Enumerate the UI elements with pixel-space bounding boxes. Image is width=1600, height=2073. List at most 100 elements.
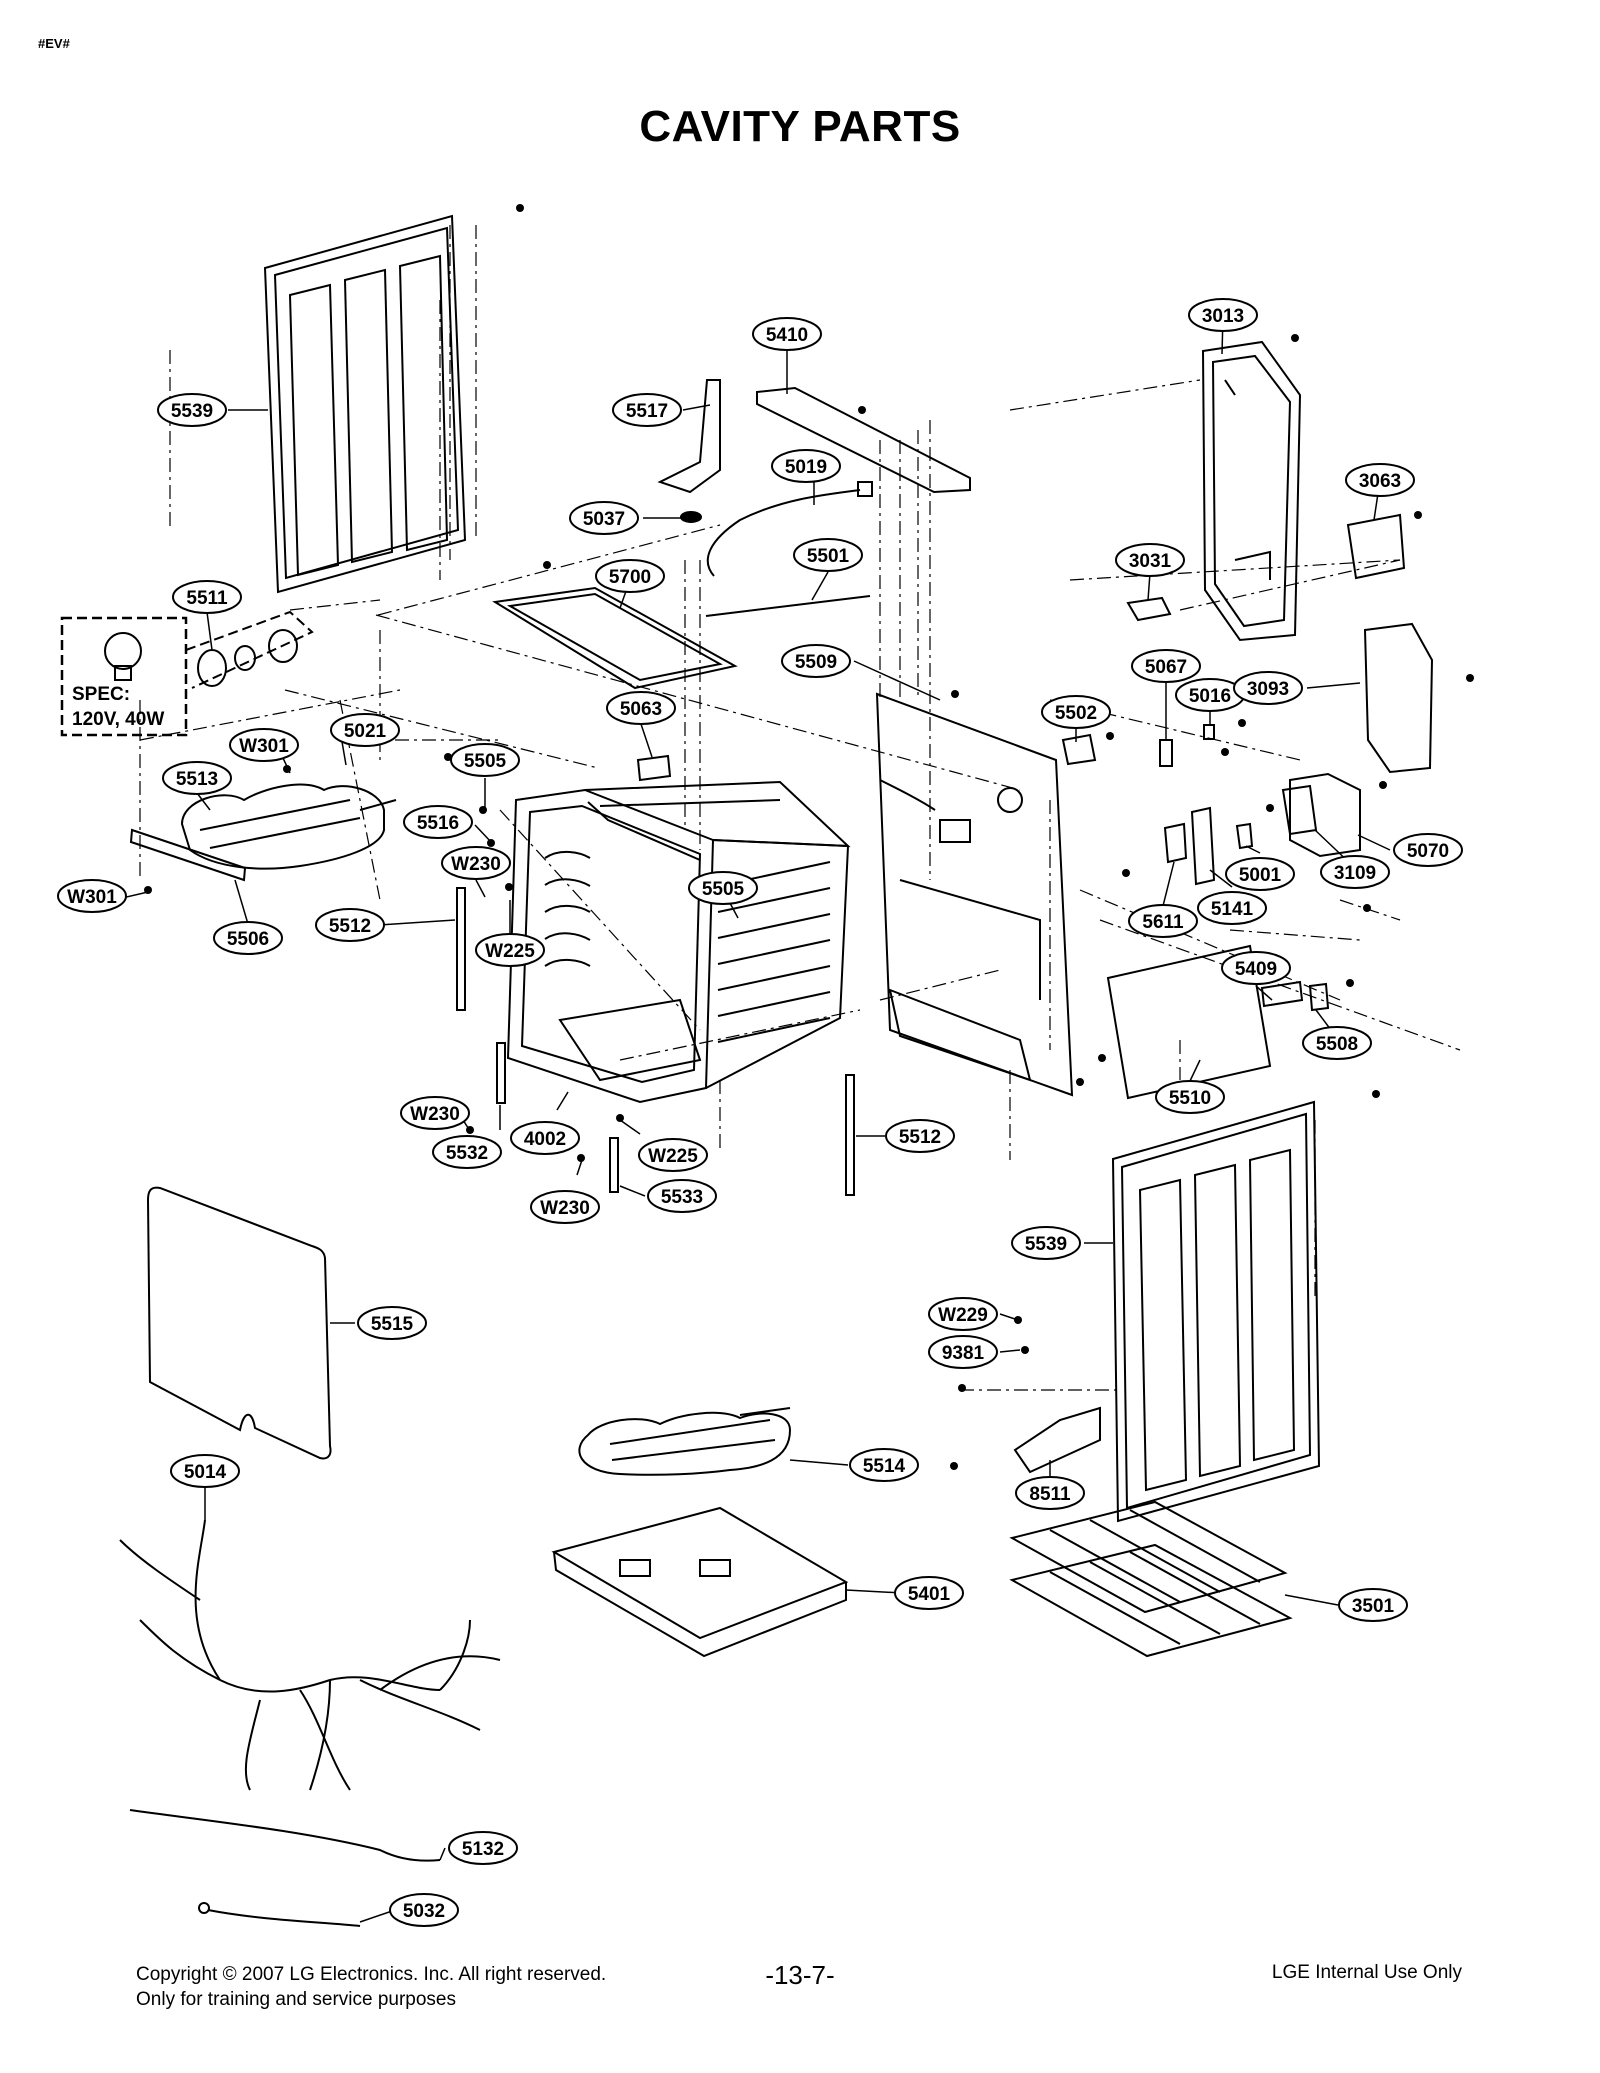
- callout-5539: 5539: [157, 393, 227, 427]
- copyright-block: Copyright © 2007 LG Electronics. Inc. Al…: [136, 1962, 606, 2012]
- callout-label: 4002: [524, 1129, 566, 1150]
- callout-5037: 5037: [569, 501, 639, 535]
- part-5510-control-bracket: [1106, 944, 1272, 1100]
- callout-label: 3501: [1352, 1596, 1395, 1617]
- part-3109: [1281, 784, 1318, 836]
- callout-label: 5509: [795, 652, 837, 673]
- callout-ellipse: [1393, 833, 1463, 867]
- callout-label: 5501: [807, 546, 850, 567]
- callout-label: 3063: [1359, 471, 1401, 492]
- callout-ellipse: [849, 1448, 919, 1482]
- callout-5401: 5401: [894, 1576, 964, 1610]
- callout-ellipse: [432, 1135, 502, 1169]
- callout-label: 5037: [583, 509, 625, 530]
- callout-ellipse: [330, 713, 400, 747]
- part-3031: [1126, 596, 1172, 622]
- copyright-line-2: Only for training and service purposes: [136, 1989, 456, 2010]
- callout-5063: 5063: [606, 691, 676, 725]
- part-5512-strip-right: [845, 1074, 855, 1196]
- part-3013-right-panel: [1201, 340, 1302, 642]
- callout-ellipse: [448, 1831, 518, 1865]
- callout-ellipse: [441, 846, 511, 880]
- callout-5515: 5515: [357, 1306, 427, 1340]
- callout-ellipse: [569, 501, 639, 535]
- callout-label: 5502: [1055, 703, 1097, 724]
- callout-ellipse: [475, 933, 545, 967]
- callout-ellipse: [1041, 695, 1111, 729]
- spec-line-1: SPEC:: [72, 684, 130, 705]
- callout-5502: 5502: [1041, 695, 1111, 729]
- callout-label: 3093: [1247, 679, 1289, 700]
- callout-5016: 5016: [1175, 678, 1245, 712]
- callout-ellipse: [400, 1096, 470, 1130]
- callout-5021: 5021: [330, 713, 400, 747]
- spec-line-2: 120V, 40W: [72, 709, 164, 730]
- part-5513-heater: [180, 783, 397, 870]
- callout-5501: 5501: [793, 538, 863, 572]
- callout-ellipse: [213, 921, 283, 955]
- callout-5070: 5070: [1393, 833, 1463, 867]
- part-5014-harness: [119, 1519, 501, 1791]
- callout-3013: 3013: [1188, 298, 1258, 332]
- callout-ellipse: [1128, 904, 1198, 938]
- callout-ellipse: [1188, 298, 1258, 332]
- callout-ellipse: [688, 871, 758, 905]
- callout-ellipse: [1338, 1588, 1408, 1622]
- callout-ellipse: [1233, 671, 1303, 705]
- callout-5611: 5611: [1128, 904, 1198, 938]
- callout-label: 5515: [371, 1314, 414, 1335]
- callout-label: 5409: [1235, 959, 1277, 980]
- callout-label: 5539: [1025, 1234, 1067, 1255]
- callout-ellipse: [229, 728, 299, 762]
- callout-label: 5132: [462, 1839, 504, 1860]
- callout-5410: 5410: [752, 317, 822, 351]
- callout-5511: 5511: [172, 580, 242, 614]
- page-title: CAVITY PARTS: [639, 102, 961, 151]
- callout-label: 5508: [1316, 1034, 1358, 1055]
- callout-ellipse: [1015, 1476, 1085, 1510]
- callout-label: 3031: [1129, 551, 1172, 572]
- callout-label: 5506: [227, 929, 269, 950]
- part-5506-strip: [129, 828, 247, 882]
- part-5063-bracket: [636, 754, 672, 782]
- internal-use-note: LGE Internal Use Only: [1271, 1962, 1462, 1983]
- callout-W301: W301: [57, 879, 127, 913]
- callout-W229: W229: [928, 1297, 998, 1331]
- callout-ellipse: [606, 691, 676, 725]
- part-5533-strip: [609, 1137, 619, 1193]
- callout-ellipse: [1320, 855, 1390, 889]
- callout-ellipse: [771, 449, 841, 483]
- callout-label: 5070: [1407, 841, 1449, 862]
- callout-label: 5063: [620, 699, 662, 720]
- callout-ellipse: [315, 908, 385, 942]
- callout-label: 5533: [661, 1187, 703, 1208]
- part-5611: [1163, 822, 1188, 864]
- callout-label: 5700: [609, 567, 651, 588]
- callout-3501: 3501: [1338, 1588, 1408, 1622]
- callout-3109: 3109: [1320, 855, 1390, 889]
- callout-ellipse: [612, 393, 682, 427]
- callout-label: 5514: [863, 1456, 906, 1477]
- callout-5505: 5505: [688, 871, 758, 905]
- part-5410-top-bar: [756, 386, 971, 494]
- callout-label: 5021: [344, 721, 387, 742]
- bulb-illustration: [104, 632, 142, 681]
- callout-9381: 9381: [928, 1335, 998, 1369]
- callout-ellipse: [1221, 951, 1291, 985]
- spec-box-frame: [60, 616, 188, 737]
- part-5512-strip-left: [456, 887, 466, 1011]
- part-5067: [1159, 739, 1173, 767]
- callout-W225: W225: [475, 933, 545, 967]
- part-5517-bracket: [657, 379, 721, 494]
- callout-label: 3109: [1334, 863, 1376, 884]
- callout-label: 5510: [1169, 1088, 1211, 1109]
- part-5070-box: [1289, 772, 1361, 858]
- callout-5019: 5019: [771, 449, 841, 483]
- callout-label: 5032: [403, 1901, 445, 1922]
- callout-ellipse: [450, 743, 520, 777]
- callout-8511: 8511: [1015, 1476, 1085, 1510]
- callout-ellipse: [1115, 543, 1185, 577]
- callout-ellipse: [793, 538, 863, 572]
- callout-5509: 5509: [781, 644, 851, 678]
